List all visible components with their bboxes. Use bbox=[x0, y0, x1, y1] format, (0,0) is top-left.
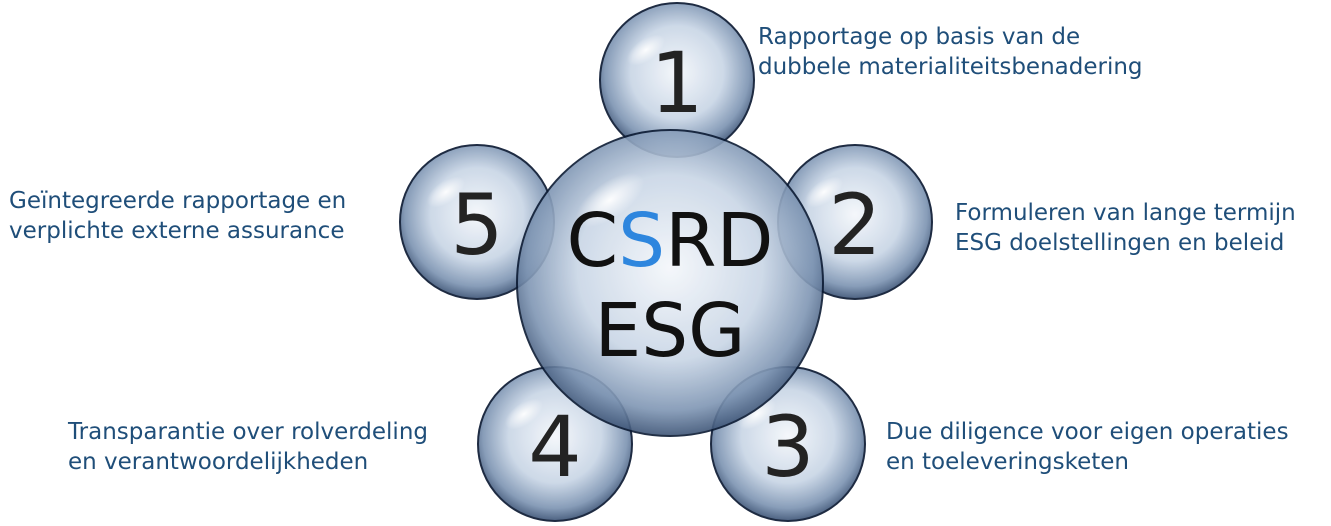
center-title-esg: ESG bbox=[594, 288, 745, 374]
label-2-line-1: Formuleren van lange termijn bbox=[955, 200, 1296, 226]
label-3: Due diligence voor eigen operaties en to… bbox=[886, 417, 1289, 477]
label-1-line-1: Rapportage op basis van de bbox=[758, 24, 1081, 50]
bubble-number-3: 3 bbox=[761, 398, 814, 496]
label-4-line-2: en verantwoordelijkheden bbox=[68, 449, 369, 475]
label-4: Transparantie over rolverdeling en veran… bbox=[68, 417, 428, 477]
label-4-line-1: Transparantie over rolverdeling bbox=[68, 419, 429, 445]
bubble-number-5: 5 bbox=[450, 176, 503, 274]
center-title-csrd: CSRD bbox=[566, 198, 773, 284]
label-5-line-1: Geïntegreerde rapportage en bbox=[9, 188, 347, 214]
label-3-line-2: en toeleveringsketen bbox=[886, 449, 1129, 475]
label-3-line-1: Due diligence voor eigen operaties bbox=[886, 419, 1289, 445]
bubble-1: 1 bbox=[599, 2, 755, 158]
bubble-number-4: 4 bbox=[528, 398, 581, 496]
bubble-number-1: 1 bbox=[650, 34, 703, 132]
label-2-line-2: ESG doelstellingen en beleid bbox=[955, 230, 1285, 256]
label-2: Formuleren van lange termijn ESG doelste… bbox=[955, 198, 1296, 258]
label-1-line-2: dubbele materialiteitsbenadering bbox=[758, 54, 1143, 80]
label-1: Rapportage op basis van de dubbele mater… bbox=[758, 22, 1143, 82]
label-5-line-2: verplichte externe assurance bbox=[9, 218, 345, 244]
center-bubble: CSRD ESG bbox=[516, 129, 824, 437]
bubble-number-2: 2 bbox=[828, 176, 881, 274]
label-5: Geïntegreerde rapportage en verplichte e… bbox=[9, 186, 346, 246]
